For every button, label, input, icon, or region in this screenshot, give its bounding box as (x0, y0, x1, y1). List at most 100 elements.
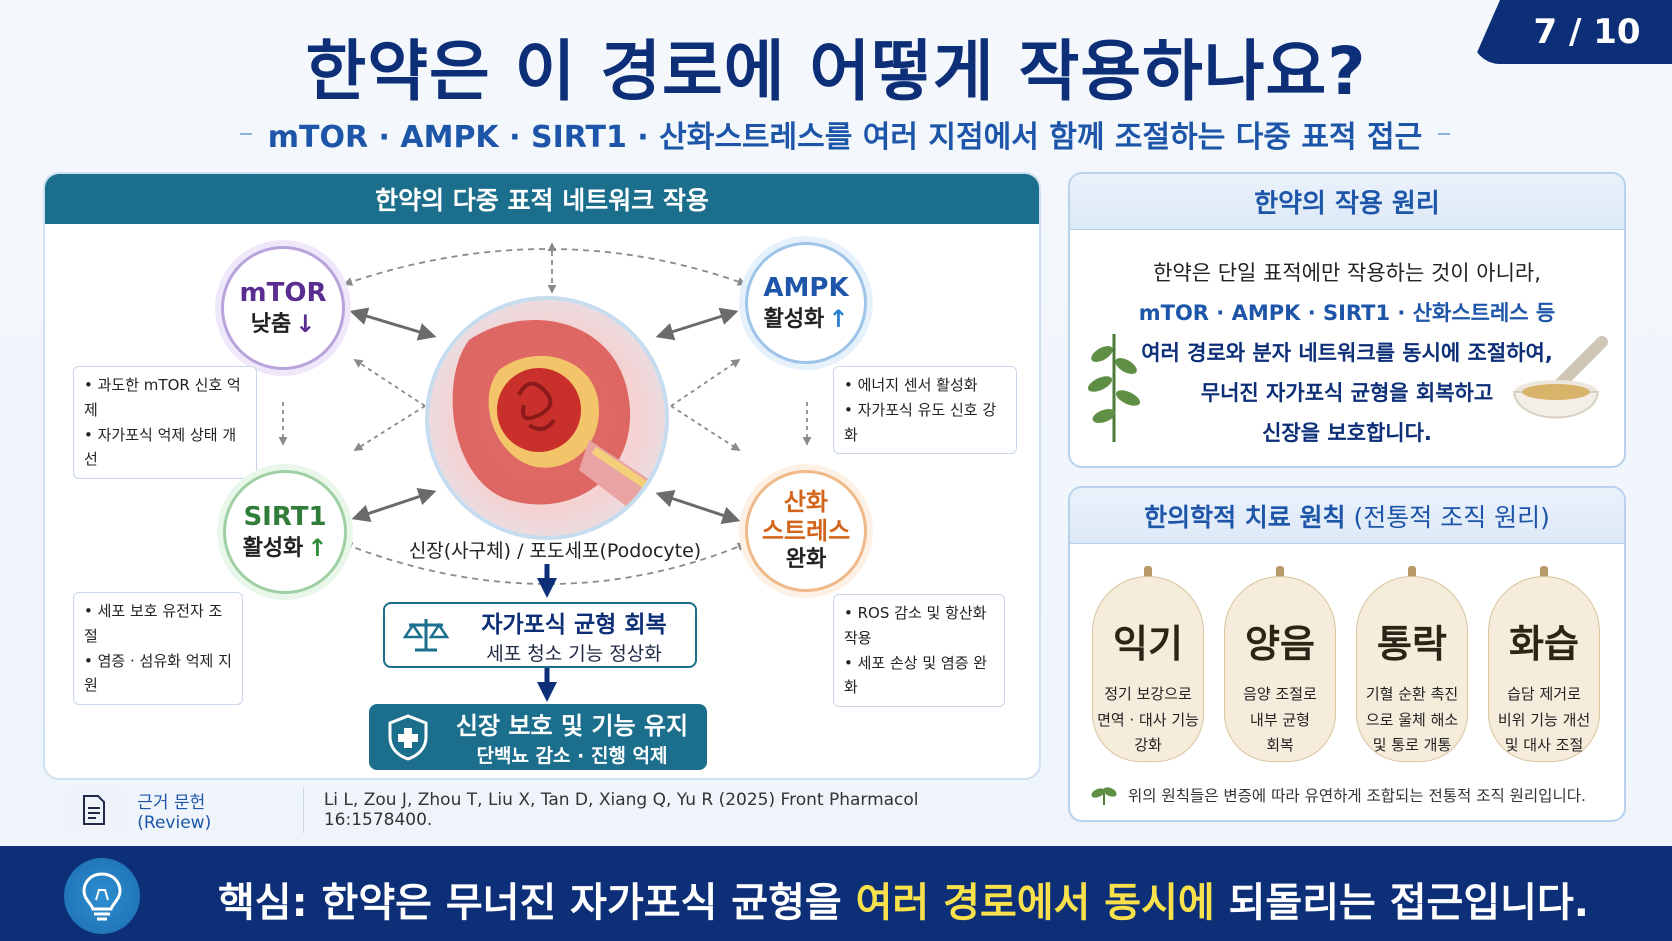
ampk-title: AMPK (763, 272, 849, 303)
tag-desc-line: 비위 기능 개선 (1497, 710, 1591, 729)
principle-line-4: 무너진 자가포식 균형을 회복하고 (1200, 380, 1494, 405)
ampk-bullet-1: 에너지 센서 활성화 (844, 373, 1006, 398)
treatment-tag: 익기 정기 보강으로 면역 · 대사 기능 강화 (1092, 566, 1204, 762)
dash-kidney-sirt (353, 405, 426, 451)
principle-line-3: 여러 경로와 분자 네트워크를 동시에 조절하여, (1141, 340, 1553, 365)
tag-pin-icon (1408, 566, 1416, 580)
network-connectors (278, 242, 812, 702)
treatment-header-title: 한의학적 치료 원칙 (1144, 502, 1346, 532)
principle-line-5: 신장을 보호합니다. (1262, 420, 1432, 445)
mtor-status-label: 낮춤 (250, 311, 292, 337)
ampk-bullets: 에너지 센서 활성화 자가포식 유도 신호 강화 (833, 366, 1017, 455)
treatment-header-note: (전통적 조직 원리) (1353, 502, 1550, 532)
page-counter: 7 / 10 (1472, 0, 1672, 64)
tag-desc-line: 으로 울체 해소 (1365, 710, 1459, 729)
autophagy-title: 자가포식 균형 회복 (481, 611, 667, 638)
kidney-protection-box: 신장 보호 및 기능 유지 단백뇨 감소 · 진행 억제 (369, 704, 707, 770)
reference-bar: 근거 문헌 (Review) Li L, Zou J, Zhou T, Liu … (64, 785, 1024, 835)
arc-top (343, 248, 747, 286)
ampk-status: 활성화 ↑ (764, 304, 849, 334)
treatment-tag: 통락 기혈 순환 촉진 으로 울체 해소 및 통로 개통 (1356, 566, 1468, 762)
ampk-node: AMPK 활성화 ↑ (745, 242, 867, 364)
ampk-bullet-2: 자가포식 유도 신호 강화 (844, 398, 1006, 448)
tag-name: 양음 (1245, 621, 1315, 666)
subtitle-row: mTOR · AMPK · SIRT1 · 산화스트레스를 여러 지점에서 함께… (240, 112, 1450, 156)
reference-citation: Li L, Zou J, Zhou T, Liu X, Tan D, Xiang… (323, 790, 919, 830)
sirt1-bullet-2: 염증 · 섬유화 억제 지원 (84, 649, 232, 699)
tag-desc-line: 정기 보강으로 (1104, 685, 1192, 703)
autophagy-balance-box: 자가포식 균형 회복 세포 청소 기능 정상화 (383, 602, 697, 668)
glomerulus-icon (452, 320, 665, 536)
sirt1-title: SIRT1 (243, 501, 327, 532)
key-message: 핵심: 한약은 무너진 자가포식 균형을 여러 경로에서 동시에 되돌리는 접근… (218, 870, 1589, 928)
dash-kidney-mtor (353, 359, 426, 407)
sirt1-bullet-1: 세포 보호 유전자 조절 (84, 599, 232, 649)
sirt1-bullets: 세포 보호 유전자 조절 염증 · 섬유화 억제 지원 (73, 592, 243, 705)
page-subtitle: mTOR · AMPK · SIRT1 · 산화스트레스를 여러 지점에서 함께… (267, 120, 1423, 155)
oxidative-status: 완화 (785, 547, 827, 573)
protection-sub: 단백뇨 감소 · 진행 억제 (476, 745, 668, 767)
oxidative-stress-node: 산화 스트레스 완화 (745, 470, 867, 592)
sirt1-status-label: 활성화 (242, 535, 304, 561)
tag-desc-line: 및 통로 개통 (1372, 736, 1452, 754)
protection-title: 신장 보호 및 기능 유지 (455, 712, 689, 740)
subtitle-divider-right (1438, 133, 1450, 135)
tag-name: 통락 (1377, 621, 1447, 666)
kidney-label: 신장(사구체) / 포도세포(Podocyte) (408, 540, 702, 562)
principle-panel: 한약의 작용 원리 한약은 단일 표적에만 작용하는 것이 아니라, mTOR … (1068, 172, 1626, 468)
tag-description: 습담 제거로 비위 기능 개선 및 대사 조절 (1498, 682, 1590, 759)
tag-desc-line: 습담 제거로 (1507, 685, 1581, 703)
mtor-bullet-2: 자가포식 억제 상태 개선 (84, 423, 246, 473)
dash-kidney-ampk (670, 358, 741, 407)
treatment-tag: 양음 음양 조절로 내부 균형 회복 (1224, 566, 1336, 762)
tag-description: 음양 조절로 내부 균형 회복 (1243, 682, 1317, 759)
key-message-prefix: 핵심: 한약은 무너진 자가포식 균형을 (218, 880, 856, 926)
herb-leaf-icon (1087, 334, 1141, 442)
key-message-highlight: 여러 경로에서 동시에 (855, 880, 1215, 926)
treatment-footer-text: 위의 원칙들은 변증에 따라 유연하게 조합되는 전통적 조직 원리입니다. (1128, 787, 1586, 805)
reference-label: 근거 문헌 (Review) (137, 787, 304, 833)
arrow-ox-kidney (655, 490, 741, 524)
principle-text: 한약은 단일 표적에만 작용하는 것이 아니라, mTOR · AMPK · S… (1130, 254, 1564, 453)
mtor-node: mTOR 낮춤 ↓ (221, 246, 345, 370)
kidney-illustration (425, 296, 669, 540)
subtitle-divider-left (240, 133, 252, 135)
tag-desc-line: 면역 · 대사 기능 (1097, 710, 1199, 729)
arc-bottom (343, 542, 747, 585)
mtor-status: 낮춤 ↓ (251, 309, 316, 339)
treatment-tag: 화습 습담 제거로 비위 기능 개선 및 대사 조절 (1488, 566, 1600, 762)
mtor-title: mTOR (239, 277, 327, 308)
lightbulb-icon (64, 858, 140, 934)
sirt1-node: SIRT1 활성화 ↑ (223, 470, 347, 594)
key-message-suffix: 되돌리는 접근입니다. (1214, 880, 1589, 926)
oxidative-bullet-1: ROS 감소 및 항산화 작용 (844, 601, 994, 651)
arrow-sirt-kidney (351, 488, 437, 522)
bottom-banner (0, 846, 1672, 941)
autophagy-sub: 세포 청소 기능 정상화 (486, 642, 662, 665)
shield-plus-icon (388, 714, 428, 761)
principle-line-1: 한약은 단일 표적에만 작용하는 것이 아니라, (1153, 261, 1541, 285)
tag-pin-icon (1144, 566, 1152, 580)
tag-description: 기혈 순환 촉진 으로 울체 해소 및 통로 개통 (1366, 682, 1458, 759)
tag-desc-line: 강화 (1134, 736, 1162, 754)
oxidative-bullets: ROS 감소 및 항산화 작용 세포 손상 및 염증 완화 (833, 594, 1005, 707)
arrow-up-icon: ↑ (307, 534, 328, 563)
mtor-bullets: 과도한 mTOR 신호 억제 자가포식 억제 상태 개선 (73, 366, 257, 479)
document-icon (64, 788, 124, 832)
tag-desc-line: 내부 균형 (1250, 710, 1310, 729)
tag-pin-icon (1540, 566, 1548, 580)
tag-desc-line: 음양 조절로 (1243, 685, 1317, 703)
treatment-panel: 한의학적 치료 원칙 (전통적 조직 원리) 익기 정기 보강으로 면역 · 대… (1068, 486, 1626, 822)
mtor-bullet-1: 과도한 mTOR 신호 억제 (84, 373, 246, 423)
principle-header: 한약의 작용 원리 (1070, 174, 1624, 230)
principle-line-2: mTOR · AMPK · SIRT1 · 산화스트레스 등 (1138, 300, 1556, 325)
dash-kidney-ox (670, 405, 741, 451)
arrow-down-icon: ↓ (295, 310, 316, 339)
tag-desc-line: 회복 (1266, 736, 1294, 754)
network-panel: 한약의 다중 표적 네트워크 작용 (43, 172, 1041, 780)
treatment-footer: 위의 원칙들은 변증에 따라 유연하게 조합되는 전통적 조직 원리입니다. (1090, 784, 1614, 806)
treatment-header: 한의학적 치료 원칙 (전통적 조직 원리) (1070, 488, 1624, 544)
arrow-mtor-kidney (349, 307, 437, 341)
ampk-status-label: 활성화 (763, 306, 825, 332)
page-title: 한약은 이 경로에 어떻게 작용하나요? (305, 33, 1367, 110)
